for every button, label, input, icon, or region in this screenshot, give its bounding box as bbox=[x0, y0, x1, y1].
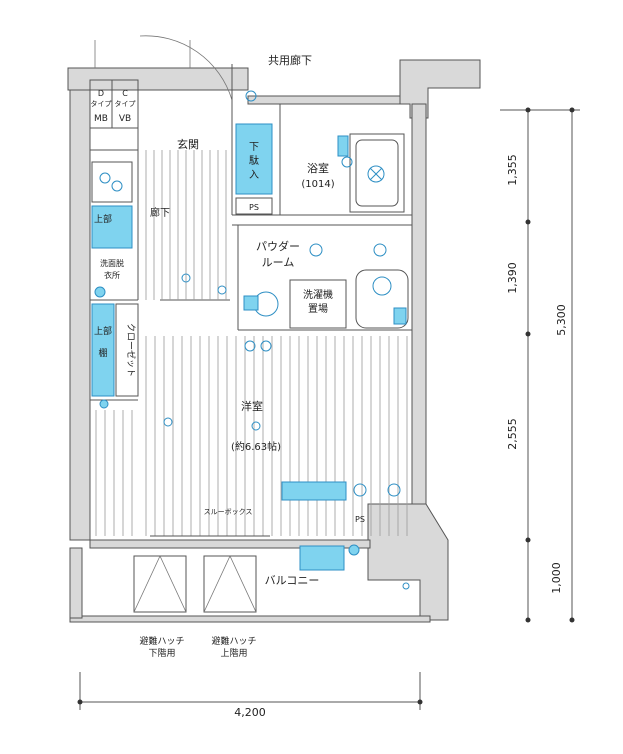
type-word-1: タイプ bbox=[91, 99, 112, 108]
bathroom: 浴室 (1014) bbox=[301, 133, 405, 213]
dim-1390: 1,390 bbox=[506, 262, 519, 294]
hallway-label: 廊下 bbox=[150, 206, 170, 219]
shoebox-label-3: 入 bbox=[249, 170, 259, 181]
balcony-label: バルコニー bbox=[265, 574, 320, 587]
dim-1000: 1,000 bbox=[550, 562, 563, 594]
entrance-door bbox=[94, 35, 233, 104]
entrance-label: 玄関 bbox=[177, 137, 199, 151]
western-room: 洋室 (約6.63帖) スルーボックス PS bbox=[150, 399, 401, 541]
hatch-left-label-1: 避難ハッチ bbox=[139, 635, 184, 647]
balcony: バルコニー 避難ハッチ 下階用 避難ハッチ 上階用 bbox=[133, 544, 360, 659]
powder-room: パウダー ルーム 洗濯機 置場 bbox=[243, 239, 409, 329]
meter-boxes: D C タイプ タイプ MB VB bbox=[89, 79, 139, 129]
type-c-label: C bbox=[122, 89, 128, 98]
upper-shelf-label-2: 棚 bbox=[98, 347, 107, 359]
bath-label: 浴室 bbox=[307, 161, 329, 175]
multi-box-label: スルーボックス bbox=[204, 508, 253, 516]
kitchen: 上部 洗面脱 衣所 bbox=[91, 161, 133, 298]
mb-label: MB bbox=[94, 114, 108, 124]
dimension-lines: 1,355 1,390 2,555 1,000 5,300 4,200 bbox=[77, 107, 580, 719]
laundry-label-1: 洗濯機 bbox=[303, 288, 333, 301]
vb-label: VB bbox=[119, 114, 131, 124]
shoebox-label-1: 下 bbox=[249, 142, 259, 153]
bath-size-label: (1014) bbox=[301, 179, 334, 190]
dim-5300: 5,300 bbox=[555, 304, 568, 336]
dim-4200: 4,200 bbox=[234, 706, 266, 719]
powder-label-2: ルーム bbox=[262, 256, 295, 269]
walls bbox=[67, 59, 481, 623]
dim-2555: 2,555 bbox=[506, 418, 519, 450]
ps-room-label: PS bbox=[355, 515, 365, 524]
shoebox-label-2: 駄 bbox=[249, 154, 259, 167]
closet-label: クローゼット bbox=[125, 323, 137, 377]
washroom-label-1: 洗面脱 bbox=[100, 258, 124, 268]
hatch-left-label-2: 下階用 bbox=[148, 648, 175, 659]
room-label: 洋室 bbox=[241, 399, 263, 413]
type-word-2: タイプ bbox=[115, 99, 136, 108]
ps-top-label: PS bbox=[249, 203, 259, 212]
closet: 上部 棚 クローゼット bbox=[91, 303, 139, 409]
laundry-label-2: 置場 bbox=[308, 302, 328, 315]
upper-shelf-label-k: 上部 bbox=[94, 213, 112, 225]
flooring bbox=[95, 150, 408, 536]
room-size-label: (約6.63帖) bbox=[231, 440, 281, 453]
powder-label-1: パウダー bbox=[256, 239, 300, 253]
shoe-box: 下 駄 入 PS bbox=[235, 123, 273, 215]
upper-shelf-label-1: 上部 bbox=[94, 325, 112, 337]
corridor-label: 共用廊下 bbox=[268, 53, 312, 67]
hatch-right-label-2: 上階用 bbox=[220, 648, 247, 659]
washroom-label-2: 衣所 bbox=[104, 270, 120, 280]
type-d-label: D bbox=[98, 89, 104, 98]
dim-1355: 1,355 bbox=[506, 154, 519, 186]
fixtures-misc bbox=[163, 90, 410, 590]
hatch-right-label-1: 避難ハッチ bbox=[211, 635, 256, 647]
